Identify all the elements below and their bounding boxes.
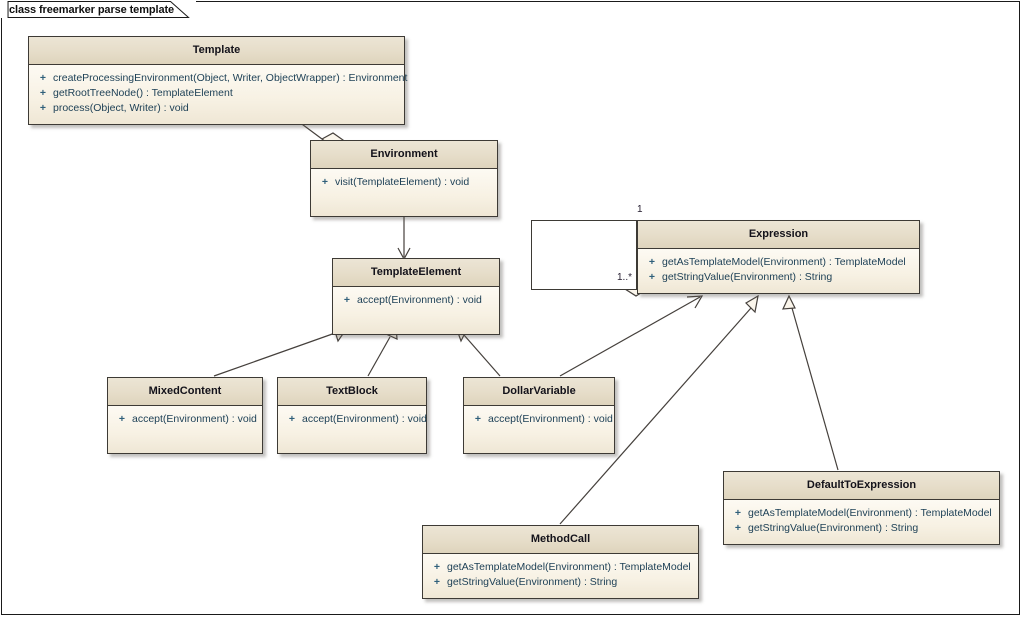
visibility-marker: + xyxy=(118,413,126,425)
anonymous-class-box[interactable] xyxy=(531,220,637,290)
diagram-title: class freemarker parse template xyxy=(9,3,175,16)
operation-row: + createProcessingEnvironment(Object, Wr… xyxy=(33,71,408,86)
visibility-marker: + xyxy=(39,87,47,99)
operation-row: + process(Object, Writer) : void xyxy=(33,101,400,116)
class-operations-environment: + visit(TemplateElement) : void xyxy=(311,169,497,216)
operation-signature: accept(Environment) : void xyxy=(132,413,257,425)
operation-row: + getStringValue(Environment) : String xyxy=(728,521,995,536)
operation-row: + accept(Environment) : void xyxy=(468,412,613,427)
operation-signature: accept(Environment) : void xyxy=(488,413,613,425)
operation-signature: getAsTemplateModel(Environment) : Templa… xyxy=(447,561,691,573)
visibility-marker: + xyxy=(648,256,656,268)
operation-row: + getAsTemplateModel(Environment) : Temp… xyxy=(728,506,995,521)
class-box-dollarvariable[interactable]: DollarVariable + accept(Environment) : v… xyxy=(463,377,615,454)
operation-signature: getAsTemplateModel(Environment) : Templa… xyxy=(748,507,992,519)
multiplicity-many: 1..* xyxy=(617,272,633,283)
multiplicity-one: 1 xyxy=(637,204,643,215)
class-operations-template: + createProcessingEnvironment(Object, Wr… xyxy=(29,65,408,124)
class-box-expression[interactable]: Expression + getAsTemplateModel(Environm… xyxy=(637,220,920,294)
operation-signature: visit(TemplateElement) : void xyxy=(335,176,470,188)
class-box-template[interactable]: Template + createProcessingEnvironment(O… xyxy=(28,36,408,125)
class-box-methodcall[interactable]: MethodCall + getAsTemplateModel(Environm… xyxy=(422,525,699,599)
class-name-textblock: TextBlock xyxy=(278,378,426,406)
class-name-dollarvariable: DollarVariable xyxy=(464,378,614,406)
visibility-marker: + xyxy=(39,102,47,114)
operation-signature: accept(Environment) : void xyxy=(357,294,482,306)
class-name-methodcall: MethodCall xyxy=(423,526,698,554)
class-box-environment[interactable]: Environment + visit(TemplateElement) : v… xyxy=(310,140,498,217)
diagram-frame-tab: class freemarker parse template xyxy=(1,1,197,18)
class-name-defaulttoexpression: DefaultToExpression xyxy=(724,472,999,500)
visibility-marker: + xyxy=(39,72,47,84)
visibility-marker: + xyxy=(343,294,351,306)
class-name-mixedcontent: MixedContent xyxy=(108,378,262,406)
operation-signature: getAsTemplateModel(Environment) : Templa… xyxy=(662,256,906,268)
visibility-marker: + xyxy=(433,576,441,588)
class-box-textblock[interactable]: TextBlock + accept(Environment) : void xyxy=(277,377,427,454)
visibility-marker: + xyxy=(734,507,742,519)
class-operations-methodcall: + getAsTemplateModel(Environment) : Temp… xyxy=(423,554,698,598)
operation-row: + getStringValue(Environment) : String xyxy=(642,270,915,285)
operation-row: + visit(TemplateElement) : void xyxy=(315,175,493,190)
class-box-templateelement[interactable]: TemplateElement + accept(Environment) : … xyxy=(332,258,500,335)
visibility-marker: + xyxy=(321,176,329,188)
operation-row: + accept(Environment) : void xyxy=(337,293,495,308)
operation-row: + accept(Environment) : void xyxy=(282,412,427,427)
visibility-marker: + xyxy=(433,561,441,573)
visibility-marker: + xyxy=(288,413,296,425)
operation-signature: process(Object, Writer) : void xyxy=(53,102,189,114)
class-operations-textblock: + accept(Environment) : void xyxy=(278,406,427,453)
visibility-marker: + xyxy=(648,271,656,283)
operation-signature: getStringValue(Environment) : String xyxy=(662,271,833,283)
operation-signature: createProcessingEnvironment(Object, Writ… xyxy=(53,72,408,84)
class-operations-templateelement: + accept(Environment) : void xyxy=(333,287,499,334)
operation-row: + getRootTreeNode() : TemplateElement xyxy=(33,86,400,101)
operation-signature: getRootTreeNode() : TemplateElement xyxy=(53,87,233,99)
class-box-mixedcontent[interactable]: MixedContent + accept(Environment) : voi… xyxy=(107,377,263,454)
operation-row: + getAsTemplateModel(Environment) : Temp… xyxy=(427,560,694,575)
class-name-templateelement: TemplateElement xyxy=(333,259,499,287)
operation-signature: accept(Environment) : void xyxy=(302,413,427,425)
operation-row: + getAsTemplateModel(Environment) : Temp… xyxy=(642,255,915,270)
operation-row: + getStringValue(Environment) : String xyxy=(427,575,694,590)
visibility-marker: + xyxy=(474,413,482,425)
class-name-expression: Expression xyxy=(638,221,919,249)
operation-signature: getStringValue(Environment) : String xyxy=(447,576,618,588)
operation-signature: getStringValue(Environment) : String xyxy=(748,522,919,534)
class-box-defaulttoexpression[interactable]: DefaultToExpression + getAsTemplateModel… xyxy=(723,471,1000,545)
class-name-environment: Environment xyxy=(311,141,497,169)
class-name-template: Template xyxy=(29,37,404,65)
class-operations-defaulttoexpression: + getAsTemplateModel(Environment) : Temp… xyxy=(724,500,999,544)
class-operations-mixedcontent: + accept(Environment) : void xyxy=(108,406,262,453)
class-operations-expression: + getAsTemplateModel(Environment) : Temp… xyxy=(638,249,919,293)
class-operations-dollarvariable: + accept(Environment) : void xyxy=(464,406,614,453)
operation-row: + accept(Environment) : void xyxy=(112,412,258,427)
visibility-marker: + xyxy=(734,522,742,534)
